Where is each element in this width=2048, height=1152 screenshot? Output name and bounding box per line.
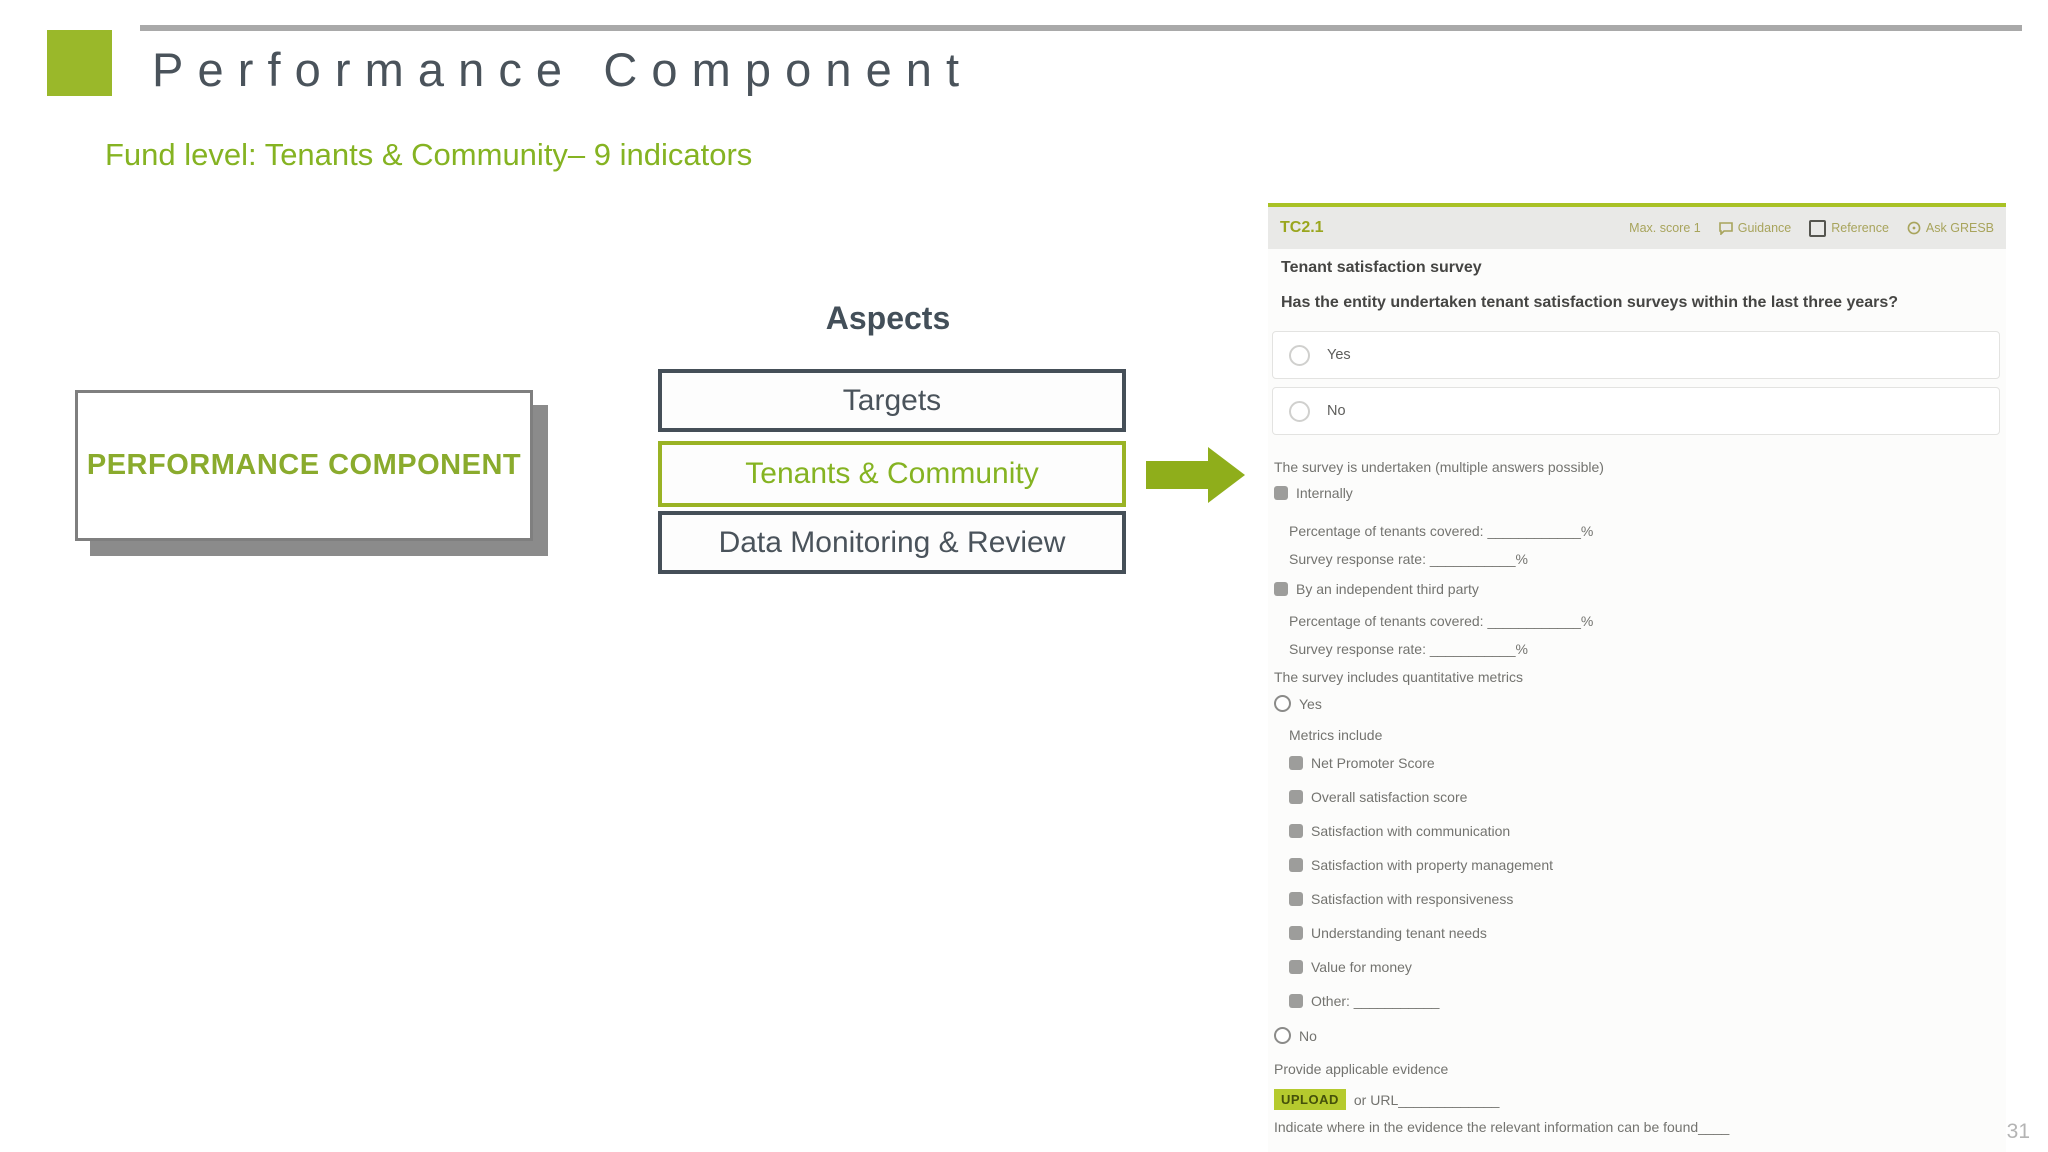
title-accent-square [47, 30, 112, 96]
checkbox-icon[interactable] [1274, 486, 1288, 500]
question-text: Has the entity undertaken tenant satisfa… [1281, 294, 1899, 311]
checkbox-satisfaction-responsiveness[interactable]: Satisfaction with responsiveness [1289, 891, 1513, 907]
label: Survey response rate: ___________% [1289, 551, 1528, 567]
reference-link[interactable]: Reference [1809, 219, 1889, 237]
speech-bubble-icon [1718, 221, 1733, 235]
checkbox-net-promoter-score[interactable]: Net Promoter Score [1289, 755, 1435, 771]
page-number: 31 [2006, 1120, 2030, 1143]
checkbox-icon[interactable] [1274, 582, 1288, 596]
aspect-label: Targets [842, 383, 942, 417]
gresb-indicator-panel: TC2.1 Max. score 1 Guidance Reference As… [1268, 203, 2006, 1152]
radio-quant-yes[interactable]: Yes [1274, 695, 1322, 712]
panel-top-accent [1268, 203, 2006, 207]
label: Other: ___________ [1311, 993, 1440, 1009]
indicator-id: TC2.1 [1280, 219, 1324, 236]
aspect-label: Data Monitoring & Review [718, 525, 1066, 559]
question-circle-icon [1907, 221, 1921, 235]
evidence-upload-row: UPLOAD or URL_____________ [1274, 1089, 1499, 1110]
label: Percentage of tenants covered: _________… [1289, 523, 1594, 539]
option-no-label: No [1327, 403, 1346, 419]
radio-icon[interactable] [1274, 1027, 1291, 1044]
reference-square-icon [1809, 219, 1827, 237]
upload-button[interactable]: UPLOAD [1274, 1089, 1346, 1110]
label: The survey is undertaken (multiple answe… [1274, 459, 1604, 475]
slide-subtitle: Fund level: Tenants & Community– 9 indic… [105, 137, 753, 172]
guidance-label: Guidance [1737, 221, 1792, 235]
checkbox-value-for-money[interactable]: Value for money [1289, 959, 1412, 975]
label: Satisfaction with communication [1311, 823, 1511, 839]
aspect-box-targets: Targets [658, 369, 1126, 432]
checkbox-icon[interactable] [1289, 960, 1303, 974]
max-score-label: Max. score 1 [1629, 221, 1701, 235]
performance-component-box: PERFORMANCE COMPONENT [75, 390, 533, 541]
indicator-header-actions: Max. score 1 Guidance Reference Ask GRES… [1629, 219, 1994, 237]
survey-undertaken-label: The survey is undertaken (multiple answe… [1274, 459, 1604, 475]
checkbox-satisfaction-communication[interactable]: Satisfaction with communication [1289, 823, 1510, 839]
performance-component-label: PERFORMANCE COMPONENT [86, 449, 522, 481]
checkbox-internally[interactable]: Internally [1274, 485, 1353, 501]
reference-label: Reference [1831, 221, 1889, 235]
option-no[interactable]: No [1272, 387, 2000, 435]
arrow-shaft [1146, 461, 1210, 489]
label: The survey includes quantitative metrics [1274, 669, 1523, 685]
label: Value for money [1311, 959, 1412, 975]
label: Provide applicable evidence [1274, 1061, 1449, 1077]
response-rate-field-2[interactable]: Survey response rate: ___________% [1289, 641, 1528, 657]
label: No [1299, 1027, 1317, 1044]
label: Internally [1296, 485, 1353, 501]
checkbox-icon[interactable] [1289, 858, 1303, 872]
label: Yes [1299, 695, 1322, 712]
checkbox-icon[interactable] [1289, 756, 1303, 770]
radio-quant-no[interactable]: No [1274, 1027, 1317, 1044]
checkbox-third-party[interactable]: By an independent third party [1274, 581, 1479, 597]
checkbox-satisfaction-property-management[interactable]: Satisfaction with property management [1289, 857, 1553, 873]
checkbox-icon[interactable] [1289, 824, 1303, 838]
ask-gresb-label: Ask GRESB [1925, 221, 1994, 235]
option-yes-label: Yes [1327, 347, 1351, 363]
checkbox-overall-satisfaction[interactable]: Overall satisfaction score [1289, 789, 1467, 805]
label: Understanding tenant needs [1311, 925, 1487, 941]
page-title: Performance Component [152, 43, 974, 96]
checkbox-icon[interactable] [1289, 892, 1303, 906]
label: Satisfaction with responsiveness [1311, 891, 1514, 907]
metrics-include-label: Metrics include [1289, 727, 1382, 743]
header-rule [140, 25, 2022, 31]
right-arrow-icon [1146, 447, 1245, 503]
aspect-label: Tenants & Community [745, 457, 1039, 490]
checkbox-icon[interactable] [1289, 994, 1303, 1008]
guidance-link[interactable]: Guidance [1718, 221, 1792, 235]
radio-icon[interactable] [1274, 695, 1291, 712]
label: Overall satisfaction score [1311, 789, 1468, 805]
ask-gresb-link[interactable]: Ask GRESB [1907, 221, 1994, 235]
or-url-field[interactable]: or URL_____________ [1353, 1091, 1500, 1108]
aspects-heading: Aspects [825, 300, 951, 336]
pct-covered-field-1[interactable]: Percentage of tenants covered: _________… [1289, 523, 1593, 539]
question-name: Tenant satisfaction survey [1281, 259, 1482, 276]
label: Survey response rate: ___________% [1289, 641, 1528, 657]
pct-covered-field-2[interactable]: Percentage of tenants covered: _________… [1289, 613, 1593, 629]
checkbox-other[interactable]: Other: ___________ [1289, 993, 1439, 1009]
response-rate-field-1[interactable]: Survey response rate: ___________% [1289, 551, 1528, 567]
label: Net Promoter Score [1311, 755, 1435, 771]
radio-icon[interactable] [1289, 400, 1310, 422]
checkbox-icon[interactable] [1289, 926, 1303, 940]
label: Metrics include [1289, 727, 1383, 743]
evidence-label: Provide applicable evidence [1274, 1061, 1448, 1077]
label: Satisfaction with property management [1311, 857, 1554, 873]
checkbox-icon[interactable] [1289, 790, 1303, 804]
arrow-head [1208, 447, 1245, 503]
indicator-header: TC2.1 Max. score 1 Guidance Reference As… [1268, 207, 2006, 249]
label: Percentage of tenants covered: _________… [1289, 613, 1594, 629]
label: Indicate where in the evidence the relev… [1274, 1119, 1730, 1135]
label: By an independent third party [1296, 581, 1479, 597]
checkbox-understanding-tenant-needs[interactable]: Understanding tenant needs [1289, 925, 1487, 941]
aspect-box-tenants-community: Tenants & Community [658, 441, 1126, 507]
indicate-evidence-field[interactable]: Indicate where in the evidence the relev… [1274, 1119, 1729, 1135]
radio-icon[interactable] [1289, 344, 1310, 366]
option-yes[interactable]: Yes [1272, 331, 2000, 379]
aspect-box-data-monitoring-review: Data Monitoring & Review [658, 511, 1126, 574]
quant-metrics-label: The survey includes quantitative metrics [1274, 669, 1523, 685]
